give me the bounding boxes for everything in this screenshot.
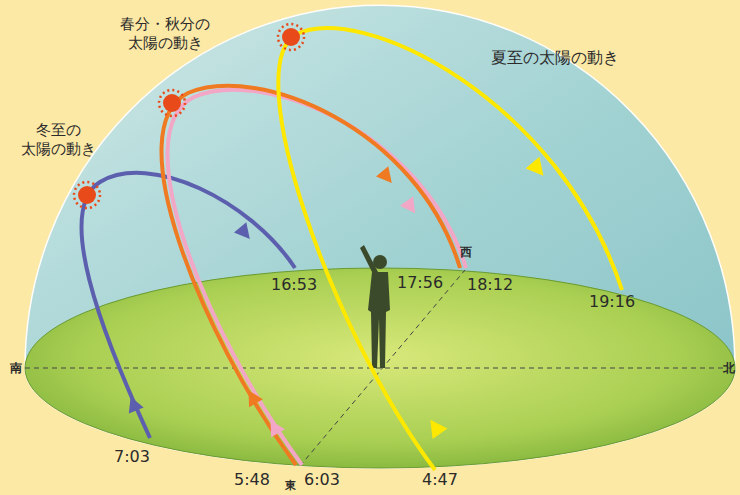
time-label: 16:53 — [271, 275, 317, 295]
direction-label: 西 — [460, 245, 472, 260]
time-label: 6:03 — [304, 470, 340, 490]
east-west-axis — [300, 270, 465, 466]
time-label: 7:03 — [114, 447, 150, 467]
direction-label: 南 — [10, 361, 22, 376]
path-title: 夏至の太陽の動き — [491, 48, 619, 68]
sky-dome — [25, 5, 735, 468]
direction-label: 東 — [285, 479, 296, 493]
time-label: 5:48 — [234, 470, 270, 490]
direction-label: 北 — [723, 361, 735, 376]
equinox-path-pink — [167, 90, 466, 465]
time-label: 4:47 — [422, 470, 458, 490]
equinox-path-orange — [161, 86, 460, 465]
winter-solstice-path — [81, 173, 295, 438]
observer — [360, 245, 390, 368]
ground-plane — [25, 268, 735, 468]
path-title: 春分・秋分の 太陽の動き — [113, 15, 218, 53]
time-label: 19:16 — [589, 292, 635, 312]
direction-arrows — [123, 157, 550, 439]
time-label: 18:12 — [467, 275, 513, 295]
time-label: 17:56 — [397, 273, 443, 293]
path-title: 冬至の 太陽の動き — [13, 121, 103, 159]
summer-solstice-path — [278, 28, 622, 470]
